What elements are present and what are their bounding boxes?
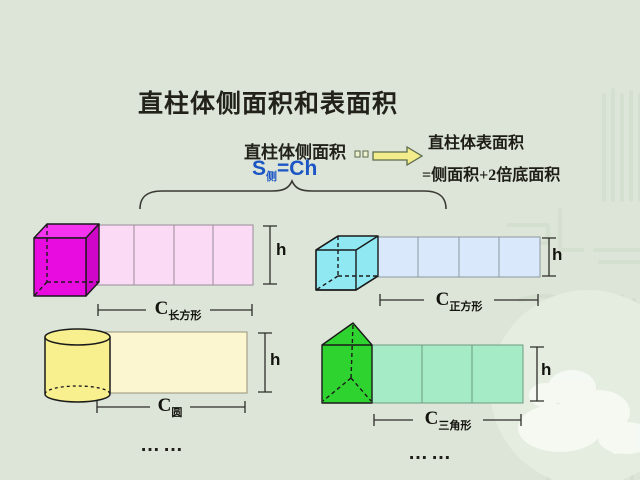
surface-area-formula: =侧面积+2倍底面积 [422,167,561,184]
cuboid-c-dimension [97,304,253,316]
cube-solid [315,235,379,291]
prism-h-label: h [541,360,552,379]
formula-rest: =Ch [277,157,318,180]
prism-c-letter: C [424,408,439,429]
cube-h-dimension [542,237,556,277]
ellipsis-left: …… [140,434,186,456]
cylinder-h-dimension [258,332,272,393]
cylinder-c-label: C圆 [158,395,183,420]
cuboid-c-label: C长方形 [155,298,202,323]
cylinder-net [94,331,248,394]
cuboid-net [94,224,254,286]
triangular-prism-solid [321,322,373,404]
cuboid-solid [33,223,100,297]
formula-subscript: 侧 [266,171,278,184]
brace [139,178,447,210]
cylinder-c-dimension [96,401,246,413]
cube-c-letter: C [435,289,450,310]
prism-c-sub: 三角形 [438,419,472,432]
cylinder-h-label: h [270,350,281,369]
triangular-prism-net [371,344,524,404]
formula-s: S [252,157,267,180]
cube-c-sub: 正方形 [449,300,483,313]
cylinder-c-sub: 圆 [171,406,183,419]
cuboid-h-dimension [263,225,277,285]
lateral-area-label: 直柱体侧面积 [244,143,346,162]
cylinder-solid [44,328,111,403]
cube-c-label: C正方形 [436,289,483,314]
cloud-motif [518,370,640,454]
page-title: 直柱体侧面积和表面积 [138,91,399,118]
surface-area-label: 直柱体表面积 [428,135,525,152]
prism-c-dimension [373,414,522,426]
right-arrow-icon [372,145,424,167]
cuboid-h-label: h [276,240,287,259]
cuboid-c-sub: 长方形 [168,309,202,322]
cube-h-label: h [552,245,563,264]
lateral-area-formula: S侧=Ch [252,157,317,184]
cube-net [377,236,541,278]
prism-h-dimension [530,346,544,402]
arrow-tail-dots [354,150,369,158]
prism-c-label: C三角形 [425,408,472,433]
cylinder-c-letter: C [157,395,172,416]
cuboid-c-letter: C [154,298,169,319]
ellipsis-right: …… [408,442,454,464]
cube-c-dimension [379,294,539,306]
